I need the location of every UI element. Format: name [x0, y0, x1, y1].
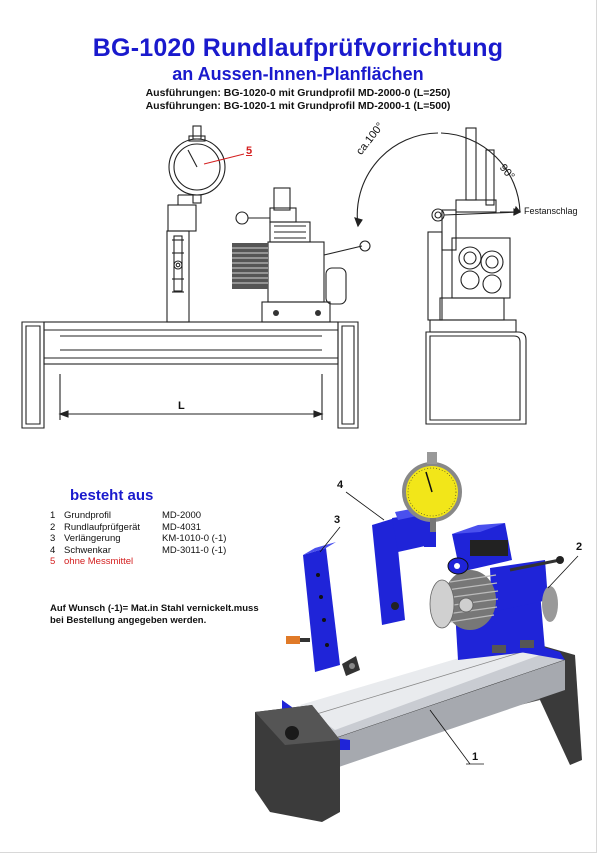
- label-5: 5: [246, 145, 253, 157]
- extension-bar: [303, 548, 340, 672]
- parts-heading: besteht aus: [70, 487, 154, 504]
- dimension-L-label: L: [178, 400, 185, 412]
- variant-line-1: Ausführungen: BG-1020-0 mit Grundprofil …: [145, 87, 451, 99]
- side-base-block: [425, 331, 527, 425]
- callout-4: 4: [337, 479, 344, 491]
- page-subtitle: an Aussen-Innen-Planflächen: [172, 64, 424, 84]
- runout-tester-side: [451, 237, 511, 299]
- fixed-stop-label: Festanschlag: [524, 206, 578, 216]
- page-title: BG-1020 Rundlaufprüfvorrichtung: [92, 34, 504, 62]
- callout-1: 1: [472, 751, 479, 763]
- swivel-arm-front: [166, 230, 190, 323]
- order-note: Auf Wunsch (-1)= Mat.in Stahl vernickelt…: [50, 603, 259, 626]
- callout-3: 3: [334, 514, 341, 526]
- drawing-sheet: [0, 0, 597, 853]
- front-right-foot: [337, 321, 359, 429]
- front-left-foot: [21, 321, 45, 429]
- callout-2: 2: [576, 541, 583, 553]
- knurled-roller-front: [232, 243, 268, 289]
- technical-drawing: [21, 125, 527, 429]
- variant-line-2: Ausführungen: BG-1020-1 mit Grundprofil …: [145, 100, 451, 112]
